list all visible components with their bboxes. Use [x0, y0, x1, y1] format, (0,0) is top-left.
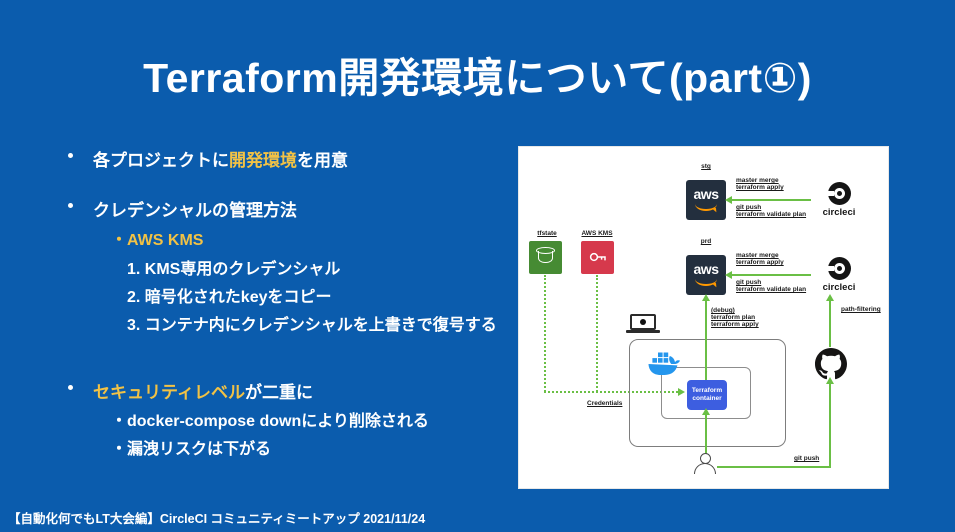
circleci-icon — [827, 182, 851, 205]
env-label-prd: prd — [700, 238, 712, 245]
aws-logo-prd: aws — [686, 255, 726, 295]
label-line: master merge — [736, 177, 779, 184]
path-filtering-label: path-filtering — [841, 306, 881, 313]
aws-smile-icon — [695, 204, 717, 211]
aws-logo-stg: aws — [686, 180, 726, 220]
label-line: terraform apply — [736, 259, 784, 266]
numbered-item-1: 1. KMS専用のクレデンシャル — [127, 261, 341, 278]
subbullet-leak-risk: ・漏洩リスクは下がる — [111, 441, 272, 458]
arrowhead-up — [702, 408, 710, 415]
subbullet-docker-compose: ・docker-compose downにより削除される — [111, 413, 429, 430]
bullet-highlight: セキュリティレベル — [93, 383, 245, 402]
arrow-circleci-to-aws-stg — [732, 199, 811, 201]
arrowhead-left — [725, 196, 732, 204]
label-line: terraform apply — [736, 184, 784, 191]
github-icon — [815, 348, 847, 380]
credentials-label: Credentials — [587, 400, 623, 407]
label-line: git push — [736, 279, 762, 286]
aws-smile-icon — [695, 279, 717, 286]
label-line: terraform validate plan — [736, 211, 807, 218]
numbered-item-2: 2. 暗号化されたkeyをコピー — [127, 289, 332, 306]
laptop-base — [626, 330, 660, 333]
bullet-dot — [68, 385, 73, 390]
arrowhead-left — [725, 271, 732, 279]
label-line: container — [692, 394, 722, 402]
circleci-logo-stg: circleci — [811, 182, 867, 218]
bullet-highlight: 開発環境 — [229, 151, 297, 170]
tfstate-label: tfstate — [537, 230, 557, 237]
page-title: Terraform開発環境について(part①) — [143, 55, 812, 101]
bullet-text: を用意 — [297, 151, 348, 170]
bullet-text: が二重に — [244, 383, 313, 402]
label-line: terraform plan — [711, 314, 756, 321]
label-line: terraform validate plan — [736, 286, 807, 293]
arrow-circleci-to-aws-prd — [732, 274, 811, 276]
circleci-wordmark: circleci — [822, 282, 856, 293]
circleci-icon — [827, 257, 851, 280]
dotted-line-tfstate — [544, 275, 546, 392]
dotted-line-credentials — [544, 391, 678, 393]
arrowhead-up — [826, 294, 834, 301]
circleci-wordmark: circleci — [822, 207, 856, 218]
aws-kms-label: AWS KMS — [581, 230, 613, 237]
bullet-dot — [68, 153, 73, 158]
circleci-notch — [827, 191, 834, 196]
arrowhead-up — [702, 294, 710, 301]
key-icon — [589, 252, 606, 262]
bullet-text: 各プロジェクトに — [93, 151, 229, 170]
arrow-container-to-aws — [705, 300, 707, 380]
bullet-projects: 各プロジェクトに開発環境を用意 — [93, 146, 348, 171]
circleci-logo-prd: circleci — [811, 257, 867, 293]
numbered-item-3: 3. コンテナ内にクレデンシャルを上書きで復号する — [127, 317, 497, 334]
person-body — [694, 463, 716, 474]
env-label-stg: stg — [701, 163, 711, 170]
aws-logo-text: aws — [693, 261, 719, 277]
label-line: master merge — [736, 252, 779, 259]
label-line: (debug) — [711, 307, 735, 314]
circleci-notch — [827, 266, 834, 271]
label-line: Terraform — [691, 387, 723, 394]
laptop-icon — [630, 314, 656, 330]
subbullet-aws-kms: ・AWS KMS — [111, 232, 204, 249]
aws-kms-icon — [581, 241, 614, 274]
bucket-icon — [535, 247, 555, 263]
developer-icon — [693, 453, 717, 474]
dotted-line-kms — [596, 275, 598, 392]
git-push-line — [717, 466, 831, 468]
aws-logo-text: aws — [693, 186, 719, 202]
s3-tfstate-icon — [529, 241, 562, 274]
arrowhead-up — [826, 377, 834, 384]
host-machine-box — [629, 339, 786, 447]
bullet-credentials-management: クレデンシャルの管理方法 — [93, 201, 297, 220]
docker-whale-icon — [648, 352, 680, 375]
arrow-person-to-github — [829, 383, 831, 468]
arrowhead-right — [678, 388, 685, 396]
bullet-security-level: セキュリティレベルが二重に — [93, 378, 313, 403]
arrow-person-to-container — [705, 414, 707, 454]
label-line: git push — [736, 204, 762, 211]
git-push-label: git push — [794, 455, 820, 462]
label-line: terraform apply — [711, 321, 759, 328]
arrow-github-to-circleci — [829, 300, 831, 347]
bullet-dot — [68, 203, 73, 208]
footer-credit: 【自動化何でもLT大会編】CircleCI コミュニティミートアップ 2021/… — [8, 512, 426, 526]
